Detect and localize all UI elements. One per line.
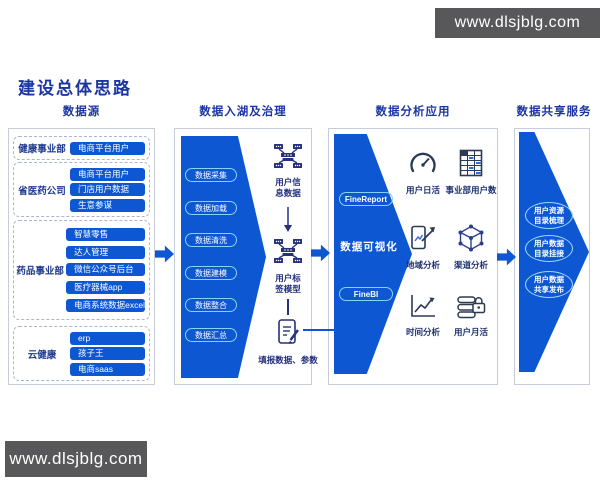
- share-service: 用户资源 目录梳理: [525, 202, 573, 229]
- source-group-cloud-health: 云健康 erp 孩子王 电商saas: [13, 326, 150, 381]
- trend-chart-icon: [409, 295, 437, 323]
- source-item: 微信公众号后台: [66, 263, 145, 277]
- share-service: 用户数据 目录挂接: [525, 235, 573, 262]
- app-label: 时间分析: [405, 327, 440, 337]
- service-line: 用户数据: [534, 275, 564, 285]
- column-data-lake: 数据采集 数据加载 数据清洗 数据建模 数据整合 数据汇总: [174, 128, 318, 385]
- source-item: 电商saas: [70, 362, 145, 376]
- source-item: 智慧零售: [66, 227, 145, 241]
- label-line: 用户标: [275, 273, 301, 283]
- lake-step: 数据建模: [185, 266, 237, 280]
- header-data-share: 数据共享服务: [516, 106, 592, 118]
- group-label: 云健康: [27, 349, 57, 361]
- label-line: 息数据: [275, 188, 301, 199]
- group-label: 健康事业部: [18, 144, 66, 155]
- share-service: 用户数据 共享发布: [525, 271, 573, 298]
- service-line: 用户数据: [534, 239, 564, 249]
- app-channel-analysis: 渠道分析: [439, 224, 503, 271]
- filled-data-label: 填报数据、参数: [258, 355, 318, 365]
- map-analysis-icon: [409, 225, 437, 256]
- watermark-top: www.dlsjblg.com: [435, 8, 600, 38]
- gauge-icon: [408, 152, 438, 181]
- lake-step: 数据汇总: [185, 328, 237, 342]
- app-user-monthly-active: 用户月活: [439, 293, 503, 338]
- app-label: 地域分析: [405, 260, 440, 270]
- lake-step: 数据加载: [185, 201, 237, 215]
- app-region-analysis: 地域分析: [391, 224, 455, 271]
- source-item: 电商平台用户: [70, 167, 145, 181]
- app-user-daily-active: 用户日活: [391, 151, 455, 196]
- finebi-pill: FineBI: [339, 287, 393, 301]
- column-data-share: 用户资源 目录梳理 用户数据 目录挂接 用户数据 共享发布: [514, 128, 590, 385]
- user-tag-model-label: 用户标 签模型: [258, 273, 318, 296]
- source-item: 生意参谋: [70, 198, 145, 212]
- lake-steps-shape: 数据采集 数据加载 数据清洗 数据建模 数据整合 数据汇总: [181, 136, 266, 378]
- down-arrow-icon: [283, 207, 293, 238]
- connector-line: [303, 329, 341, 331]
- app-label: 用户日活: [405, 185, 440, 195]
- lake-step: 数据采集: [185, 168, 237, 182]
- label-line: 签模型: [275, 284, 301, 295]
- source-group-health: 健康事业部 电商平台用户: [13, 136, 150, 160]
- lake-step: 数据清洗: [185, 233, 237, 247]
- header-data-analysis: 数据分析应用: [375, 106, 451, 118]
- form-pen-icon: [273, 317, 303, 352]
- secure-db-icon: [456, 296, 486, 323]
- service-line: 目录挂接: [534, 248, 564, 258]
- network-cube-icon: [457, 224, 485, 256]
- group-label: 省医药公司: [18, 185, 66, 197]
- source-item: 电商系统数据excel: [66, 299, 145, 313]
- finereport-pill: FineReport: [339, 192, 393, 206]
- label-line: 用户信: [275, 177, 301, 187]
- app-dept-user-count: 事业部用户数: [439, 149, 503, 196]
- column-data-analysis: FineReport 数据可视化 FineBI 用户日活: [328, 128, 498, 385]
- source-item: erp: [70, 331, 145, 345]
- data-merge-icon: [273, 141, 303, 176]
- group-label: 药品事业部: [16, 266, 64, 277]
- source-item: 医疗器械app: [66, 281, 145, 295]
- app-time-analysis: 时间分析: [391, 293, 455, 338]
- user-info-data-label: 用户信 息数据: [258, 177, 318, 200]
- right-arrow-icon: [155, 245, 174, 263]
- column-data-source: 健康事业部 电商平台用户 省医药公司 电商平台用户 门店用户数据 生意参谋 药品…: [8, 128, 155, 385]
- watermark-bottom: www.dlsjblg.com: [5, 441, 147, 477]
- app-label: 用户月活: [453, 327, 488, 337]
- source-group-drug-dept: 药品事业部 智慧零售 达人管理 微信公众号后台 医疗器械app 电商系统数据ex…: [13, 220, 150, 320]
- page-title: 建设总体思路: [18, 79, 132, 98]
- source-item: 达人管理: [66, 245, 145, 259]
- source-item: 孩子王: [70, 347, 145, 360]
- service-line: 用户资源: [534, 206, 564, 216]
- lake-step: 数据整合: [185, 298, 237, 312]
- header-data-lake: 数据入湖及治理: [199, 106, 287, 118]
- data-merge-icon: [273, 236, 303, 271]
- source-item: 门店用户数据: [70, 183, 145, 196]
- app-label: 渠道分析: [453, 260, 488, 270]
- data-visualization-label: 数据可视化: [340, 241, 398, 253]
- service-line: 共享发布: [534, 284, 564, 294]
- connector-line: [287, 299, 289, 315]
- table-icon: [459, 149, 483, 181]
- source-group-pharma-co: 省医药公司 电商平台用户 门店用户数据 生意参谋: [13, 162, 150, 217]
- app-label: 事业部用户数: [445, 185, 497, 195]
- service-line: 目录梳理: [534, 215, 564, 225]
- source-item: 电商平台用户: [70, 141, 145, 155]
- header-data-source: 数据源: [62, 106, 101, 118]
